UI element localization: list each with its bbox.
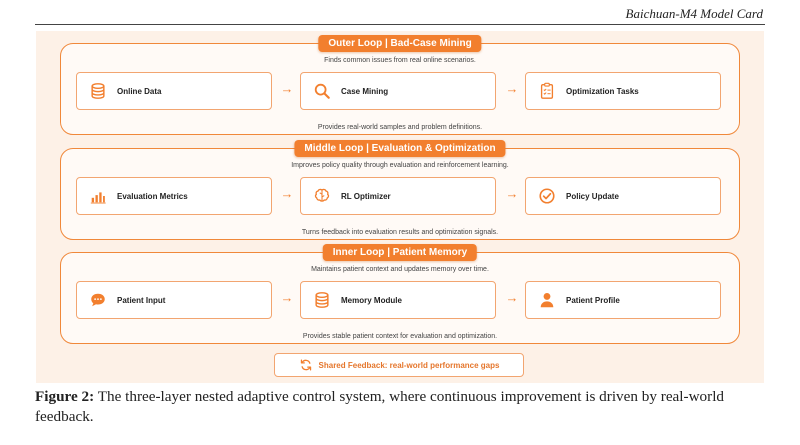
figure-caption: Figure 2: The three-layer nested adaptiv… [35,387,770,427]
outer-loop-description: Finds common issues from real online sce… [324,57,476,64]
node-online-data: Online Data [76,72,272,110]
shared-feedback-box: Shared Feedback: real-world performance … [274,353,524,377]
check-circle-icon [538,187,556,205]
inner-loop-note: Provides stable patient context for eval… [302,333,498,340]
node-label: RL Optimizer [341,191,391,201]
middle-loop-note: Turns feedback into evaluation results a… [301,229,499,236]
node-label: Case Mining [341,86,389,96]
node-label: Patient Profile [566,295,620,305]
node-label: Memory Module [341,295,402,305]
arrow-icon: → [280,290,294,305]
search-icon [313,82,331,100]
node-label: Online Data [117,86,162,96]
node-label: Patient Input [117,295,166,305]
node-label: Optimization Tasks [566,86,639,96]
outer-loop: Outer Loop | Bad-Case Mining Finds commo… [60,35,740,135]
node-patient-input: Patient Input [76,281,272,319]
inner-loop-title: Inner Loop | Patient Memory [322,244,478,261]
arrow-icon: → [505,290,519,305]
arrow-icon: → [280,81,294,96]
refresh-icon [299,358,313,372]
node-policy-update: Policy Update [525,177,721,215]
inner-loop: Inner Loop | Patient Memory Maintains pa… [60,244,740,344]
figure-panel: Outer Loop | Bad-Case Mining Finds commo… [36,31,764,383]
node-label: Policy Update [566,191,619,201]
running-header: Baichuan-M4 Model Card [625,6,763,21]
database-icon [89,82,107,100]
arrow-icon: → [505,81,519,96]
node-evaluation-metrics: Evaluation Metrics [76,177,272,215]
brain-icon [313,187,331,205]
node-label: Evaluation Metrics [117,191,188,201]
database-icon [313,291,331,309]
header-rule [35,24,765,25]
user-icon [538,291,556,309]
outer-loop-title: Outer Loop | Bad-Case Mining [318,35,482,52]
shared-feedback-label: Shared Feedback: real-world performance … [318,360,500,370]
node-rl-optimizer: RL Optimizer [300,177,496,215]
inner-loop-description: Maintains patient context and updates me… [311,266,489,273]
node-memory-module: Memory Module [300,281,496,319]
bar-chart-icon [89,187,107,205]
middle-loop-title: Middle Loop | Evaluation & Optimization [294,140,506,157]
chat-bubble-icon [89,291,107,309]
arrow-icon: → [280,186,294,201]
node-case-mining: Case Mining [300,72,496,110]
checklist-icon [538,82,556,100]
middle-loop: Middle Loop | Evaluation & Optimization … [60,140,740,240]
node-optimization-tasks: Optimization Tasks [525,72,721,110]
middle-loop-description: Improves policy quality through evaluati… [291,162,509,169]
arrow-icon: → [505,186,519,201]
caption-text: The three-layer nested adaptive control … [35,388,725,425]
caption-label: Figure 2: [35,388,95,405]
outer-loop-note: Provides real-world samples and problem … [317,124,483,131]
node-patient-profile: Patient Profile [525,281,721,319]
